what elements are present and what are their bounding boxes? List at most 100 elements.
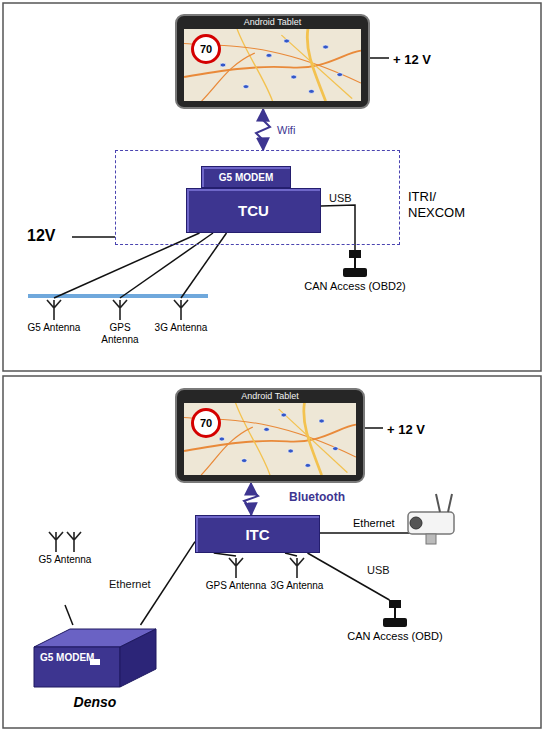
connector (256, 109, 270, 150)
map-marker (219, 437, 225, 441)
map-marker (243, 85, 249, 89)
tablet-text: 70 (191, 408, 221, 438)
dashed-node: G5 MODEMTCUITRI/ NEXCOM (115, 150, 400, 245)
connector (54, 233, 200, 298)
connector-label: Wifi (276, 124, 296, 136)
obd-connector-icon (340, 250, 370, 278)
connector-body (343, 268, 367, 277)
label-holder: Ethernet (352, 513, 396, 531)
map-road (304, 403, 322, 475)
modem-face (34, 647, 120, 687)
edge-label-holder: Ethernet (108, 574, 152, 592)
dashed-text: ITRI/ NEXCOM (408, 189, 480, 221)
ant-text: 3G Antenna (155, 322, 208, 334)
connector-body (383, 618, 407, 627)
antenna-icon (227, 556, 245, 580)
can-node: CAN Access (OBD2) (295, 250, 415, 305)
ant-text: G5 Antenna (28, 322, 81, 334)
antenna-symbol (67, 532, 81, 552)
map-marker (288, 449, 294, 453)
can-text: CAN Access (OBD2) (304, 280, 405, 293)
antenna-symbol (47, 300, 61, 320)
camera-lens (410, 517, 422, 529)
label-holder: 12V (26, 227, 56, 245)
connector (321, 205, 355, 250)
map-marker (264, 427, 270, 431)
camera-body (408, 512, 454, 534)
antenna-symbol (113, 300, 127, 320)
chip-node: TCU (186, 188, 321, 233)
antenna-symbol (290, 558, 304, 578)
can-node: CAN Access (OBD) (340, 600, 450, 672)
ant-text: G5 Antenna (39, 554, 92, 566)
chip-node: G5 MODEM (201, 166, 291, 188)
camera-icon (408, 494, 454, 544)
map-marker (337, 73, 343, 77)
edge-label-holder: Wifi (276, 120, 296, 138)
connector-label: Ethernet (108, 578, 152, 590)
ant-text: GPS Antenna (90, 322, 150, 346)
connector (120, 233, 213, 298)
tablet-node: Android Tablet70 (175, 14, 370, 109)
map-marker (220, 63, 226, 67)
map-marker (284, 39, 290, 43)
connector (65, 605, 73, 625)
denso-text: G5 MODEM (40, 652, 94, 664)
connector-label: Bluetooth (288, 490, 346, 504)
power-wire (370, 57, 389, 59)
connector-label: USB (366, 564, 391, 576)
edge-label-holder: USB (328, 188, 353, 206)
map-road (279, 409, 348, 473)
label-holder: + 12 V (386, 420, 426, 438)
ant-node: GPS Antenna (205, 556, 267, 606)
connector-label: USB (328, 192, 353, 204)
obd-connector-icon (380, 600, 410, 628)
map-road (281, 35, 352, 99)
camera-antenna (448, 494, 452, 512)
map-marker (291, 75, 297, 79)
map-marker (319, 419, 325, 423)
can-text: CAN Access (OBD) (347, 630, 442, 643)
map-marker (323, 45, 329, 49)
power-label: 12V (26, 227, 56, 244)
connector-plug (389, 600, 401, 608)
chip-node: ITC (195, 515, 320, 553)
connector (181, 233, 227, 298)
ant-node: G5 Antenna (22, 298, 86, 356)
map-marker (241, 459, 247, 463)
map-marker (266, 53, 272, 57)
denso-node: G5 MODEM Denso (30, 625, 160, 710)
antenna-symbol (229, 558, 243, 578)
antenna-icon (288, 556, 306, 580)
edge-label-holder: USB (366, 560, 391, 578)
power-label: Ethernet (352, 517, 396, 529)
map-road (236, 403, 270, 475)
ant-node: G5 Antenna (30, 530, 100, 605)
label-holder: + 12 V (392, 50, 432, 68)
ant-text: 3G Antenna (271, 580, 324, 592)
denso-text: Denso (72, 694, 119, 710)
ant-node: 3G Antenna (152, 298, 210, 356)
chip-text: ITC (245, 526, 269, 543)
antenna-icon (45, 298, 63, 322)
map-ground (184, 403, 356, 475)
map-marker (305, 463, 311, 467)
antenna-icon (47, 530, 83, 554)
map-road (237, 29, 272, 101)
power-label: + 12 V (392, 52, 432, 67)
map-marker (281, 413, 287, 417)
camera-antenna (436, 494, 440, 512)
camera-mount (426, 534, 436, 544)
modem-face (120, 629, 156, 687)
antenna-icon (172, 298, 190, 322)
antenna-symbol (174, 300, 188, 320)
map-ground (184, 29, 361, 101)
chip-text: G5 MODEM (219, 172, 273, 183)
connector (308, 553, 390, 600)
map-road (307, 29, 325, 101)
connector-plug (349, 250, 361, 258)
